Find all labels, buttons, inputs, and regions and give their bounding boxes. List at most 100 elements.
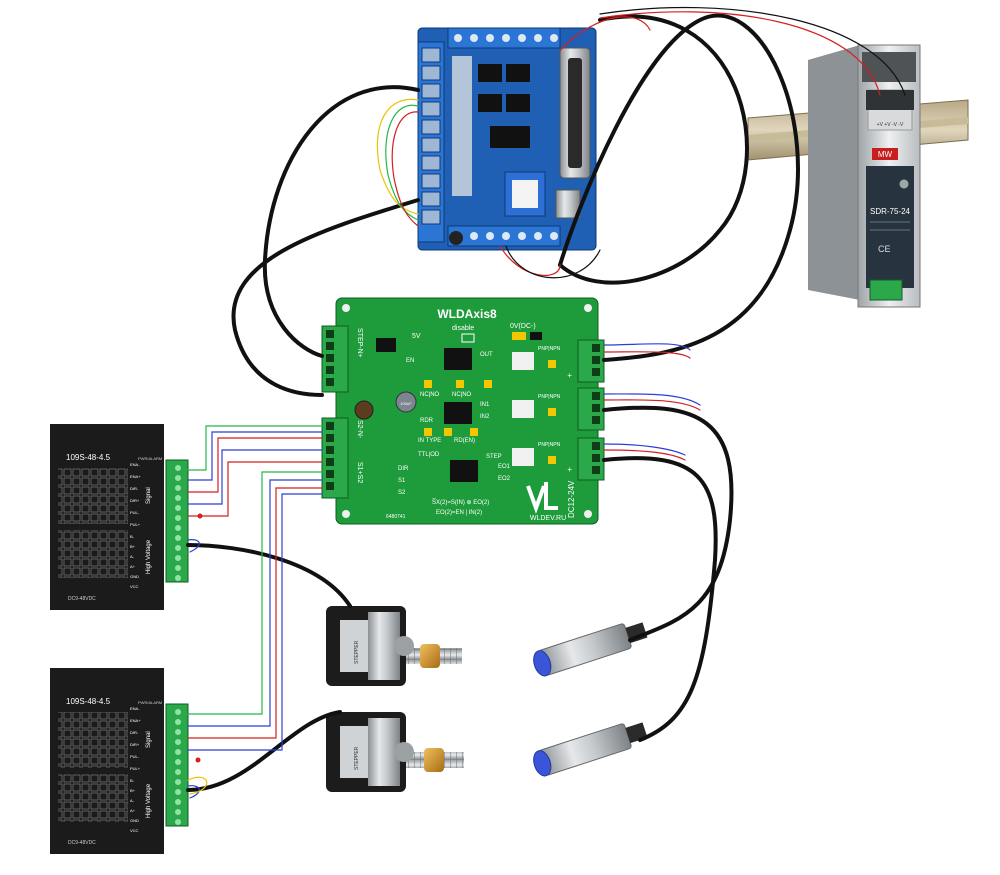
driver-1-table-1 [58, 468, 128, 524]
trimmer-icon [354, 400, 374, 420]
cable-bob-to-main-2 [231, 198, 420, 397]
d2-pin-ena-plus: ENA+ [130, 718, 141, 723]
d2-pin-dir-plus: DIR+ [130, 742, 140, 747]
psu-brand-logo [872, 148, 898, 160]
driver-2: 109S-48-4.5 PWR/ALARM Signal High Voltag… [50, 668, 189, 854]
driver-1-terminal [165, 459, 189, 583]
motor-2-sticker: STEPPER [354, 746, 360, 770]
vl-logo [526, 482, 558, 514]
plus-mark-2: + [567, 465, 572, 474]
stepper-motor-2: STEPPER [326, 712, 464, 792]
label-in1: IN1 [480, 402, 490, 408]
d2-pin-dir-minus: DIR- [130, 730, 139, 735]
motor-1-sticker: STEPPER [354, 640, 360, 664]
opto-2 [512, 400, 534, 418]
cable-sensor-1 [602, 405, 734, 642]
cable-bob-top [558, 14, 749, 285]
ic-3 [450, 460, 478, 482]
right-terminal-2 [577, 387, 605, 431]
brass-nut-1 [420, 644, 440, 668]
left-bot-vertical-label: S1+S2 [356, 462, 363, 483]
label-in2: IN2 [480, 414, 490, 420]
driver-2-table-1 [58, 712, 128, 768]
cable-motor-2 [186, 710, 342, 792]
sensor-2-face-icon [533, 750, 552, 777]
cap-label: 100uF [400, 401, 412, 406]
sensor-1-face-icon [533, 650, 552, 677]
driver-2-hv: High Voltage [146, 783, 152, 818]
right-terminal-3 [577, 437, 605, 481]
d1-pin-a-minus: A- [130, 554, 135, 559]
opto-1 [512, 352, 534, 370]
psu-ce-mark: CE [878, 244, 891, 254]
left-terminal-bottom [321, 417, 349, 499]
label-dc-minus: 0V(DC-) [510, 323, 536, 330]
board-title: WLDAxis8 [437, 307, 497, 321]
ic-small [376, 338, 396, 352]
cable-bob-to-main-1 [262, 85, 420, 358]
label-eo1: EO1 [498, 464, 511, 470]
label-pnp-npn-1: PNP|NPN [538, 346, 561, 352]
website-label: WLDEV.RU [530, 515, 566, 522]
d1-pin-b-plus: B+ [130, 544, 136, 549]
yellow-jumpers [424, 360, 556, 464]
dc-range-label: DC12-24V [567, 480, 576, 518]
label-s2: S2 [398, 490, 406, 496]
driver-1-header: PWR/ALARM [138, 456, 162, 461]
brass-nut-2 [424, 748, 444, 772]
d2-pin-a-minus: A- [130, 798, 135, 803]
label-eo2: EO2 [498, 476, 511, 482]
formula-1: S̅X(2)=S(IN) ⊕ EO(2) [432, 499, 489, 506]
driver-1-model: 109S-48-4.5 [66, 453, 111, 462]
label-ncno-mid: NC|NO [452, 392, 472, 398]
label-out: OUT [480, 352, 493, 358]
label-dir: DIR [398, 466, 409, 472]
wires [186, 6, 906, 799]
psu-top-terminal [866, 90, 914, 110]
left-terminal-top [321, 325, 349, 393]
plus-mark: + [567, 371, 572, 380]
capacitor [395, 391, 417, 413]
cable-sensor-2 [602, 456, 718, 742]
driver-1-hv: High Voltage [146, 539, 152, 574]
d2-pin-gnd: GND [130, 818, 139, 823]
bob-optocouplers [452, 56, 472, 196]
label-in-type: IN TYPE [418, 438, 441, 444]
cable-main-to-psu [558, 13, 800, 362]
d1-pin-dir-minus: DIR- [130, 486, 139, 491]
d2-pin-ena-minus: ENA- [130, 706, 140, 711]
disable-jumper [461, 333, 475, 343]
psu-model: SDR-75-24 [870, 207, 911, 216]
psu-trimmer-icon [898, 178, 910, 190]
serial-number: 6480741 [386, 514, 406, 520]
opto-3 [512, 448, 534, 466]
driver-2-signal: Signal [146, 731, 152, 748]
driver-2-header: PWR/ALARM [138, 700, 162, 705]
d2-pin-b-minus: B- [130, 778, 135, 783]
breakout-board [417, 27, 597, 251]
label-rd-en: RD(EN) [454, 438, 475, 444]
label-s1: S1 [398, 478, 406, 484]
label-5v: 5V [412, 333, 421, 340]
d1-pin-pul-plus: PUL+ [130, 522, 141, 527]
ic-2 [444, 402, 472, 424]
driver-2-model: 109S-48-4.5 [66, 697, 111, 706]
d1-pin-a-plus: A+ [130, 564, 136, 569]
bob-capacitor [449, 231, 463, 245]
d2-pin-a-plus: A+ [130, 808, 136, 813]
formula-2: EO(2)=EN | IN(2) [436, 510, 482, 516]
cable-motor-1 [186, 543, 352, 608]
left-mid-vertical-label: S2-N- [356, 420, 363, 439]
d2-pin-b-plus: B+ [130, 788, 136, 793]
psu-terminal-labels: +V +V -V -V [877, 122, 904, 128]
label-step: STEP [486, 454, 502, 460]
proximity-sensor-2 [533, 722, 648, 777]
d2-pin-pul-plus: PUL+ [130, 766, 141, 771]
driver-2-footer: DC9-48VDC [68, 840, 96, 846]
power-supply: MW SDR-75-24 CE +V +V -V -V [808, 44, 921, 308]
d1-pin-ena-plus: ENA+ [130, 474, 141, 479]
label-rdr: RDR [420, 418, 434, 424]
d1-pin-dir-plus: DIR+ [130, 498, 140, 503]
yellow-jumper-1 [512, 332, 526, 340]
